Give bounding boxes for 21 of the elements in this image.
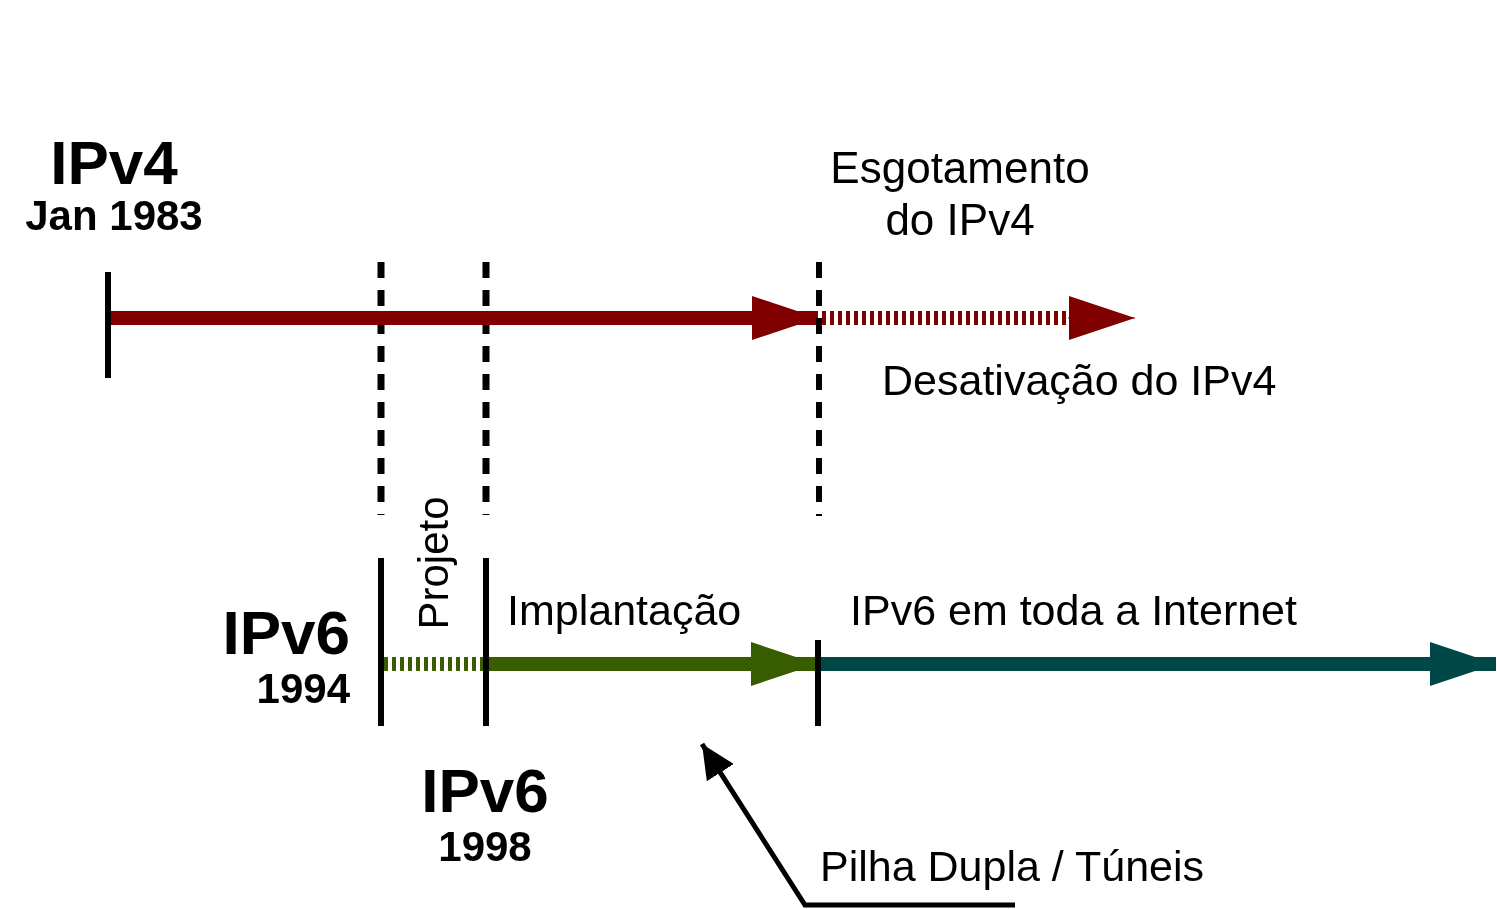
date-label: Jan 1983 [25,192,203,240]
protocol-title: IPv6 [421,760,549,822]
protocol-title: IPv6 [222,602,350,664]
date-label: 1998 [438,822,532,872]
timeline-tick [815,640,821,726]
protocol-title: IPv4 [50,134,178,193]
arrow [489,642,817,686]
annotation-label: Pilha Dupla / Túneis [820,842,1205,892]
phase-label: IPv6 em toda a Internet [850,586,1297,636]
phase-label: Projeto [410,496,458,630]
arrow [822,296,1136,340]
milestone-label: Esgotamento do IPv4 [805,142,1115,246]
date-label: 1994 [256,664,350,714]
timeline-line [384,657,483,671]
timeline-tick [483,558,489,726]
phase-label: Implantação [507,586,742,636]
timeline-tick [105,272,111,378]
timeline-tick [378,558,384,726]
arrow [821,642,1496,686]
arrow [111,296,818,340]
arrow [699,742,1015,908]
